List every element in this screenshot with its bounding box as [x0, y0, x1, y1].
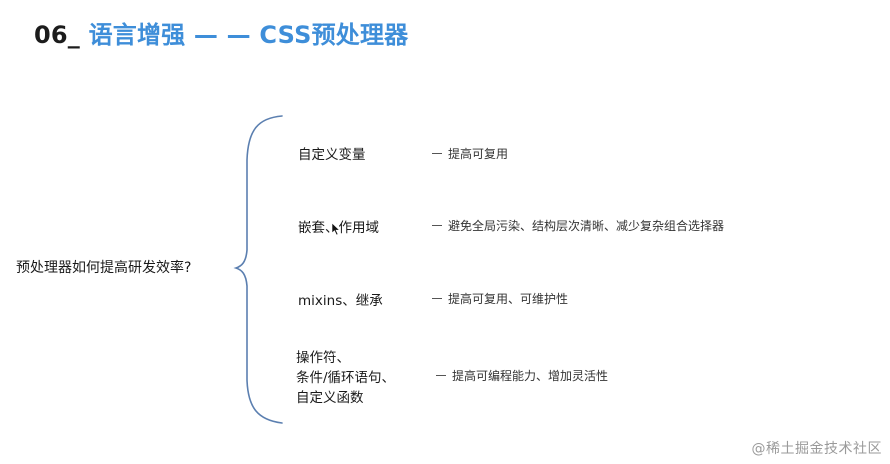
- branch-desc-text: 提高可编程能力、增加灵活性: [452, 369, 609, 383]
- branch-desc-text: 避免全局污染、结构层次清晰、减少复杂组合选择器: [448, 219, 725, 233]
- slide-topic: 语言增强 — — CSS预处理器: [88, 21, 409, 49]
- branch-label-variables: 自定义变量: [298, 147, 366, 163]
- slide-title: 06_ 语言增强 — — CSS预处理器: [34, 18, 408, 52]
- branch-label-line: 自定义函数: [296, 390, 364, 406]
- branch-label-line: 条件/循环语句、: [296, 370, 396, 386]
- branch-desc-variables: 提高可复用: [432, 145, 508, 163]
- dash-connector: [436, 375, 446, 376]
- branch-label-mixins: mixins、继承: [298, 293, 383, 309]
- branch-label-nesting: 嵌套、作用域: [298, 220, 379, 236]
- dash-connector: [432, 298, 442, 299]
- branch-desc-mixins: 提高可复用、可维护性: [432, 290, 568, 308]
- branch-desc-text: 提高可复用、可维护性: [448, 292, 569, 306]
- branch-desc-nesting: 避免全局污染、结构层次清晰、减少复杂组合选择器: [432, 217, 724, 235]
- branch-label-line: 操作符、: [296, 350, 350, 366]
- central-question: 预处理器如何提高研发效率?: [16, 260, 192, 276]
- branch-desc-operators: 提高可编程能力、增加灵活性: [436, 367, 608, 385]
- dash-connector: [432, 225, 442, 226]
- branch-label-operators: 操作符、 条件/循环语句、 自定义函数: [296, 348, 416, 408]
- mouse-cursor-icon: [331, 222, 341, 236]
- watermark: @稀土掘金技术社区: [751, 441, 882, 457]
- branch-desc-text: 提高可复用: [448, 147, 509, 161]
- brace-path: [233, 115, 283, 424]
- dash-connector: [432, 153, 442, 154]
- slide-number: 06_: [34, 21, 80, 49]
